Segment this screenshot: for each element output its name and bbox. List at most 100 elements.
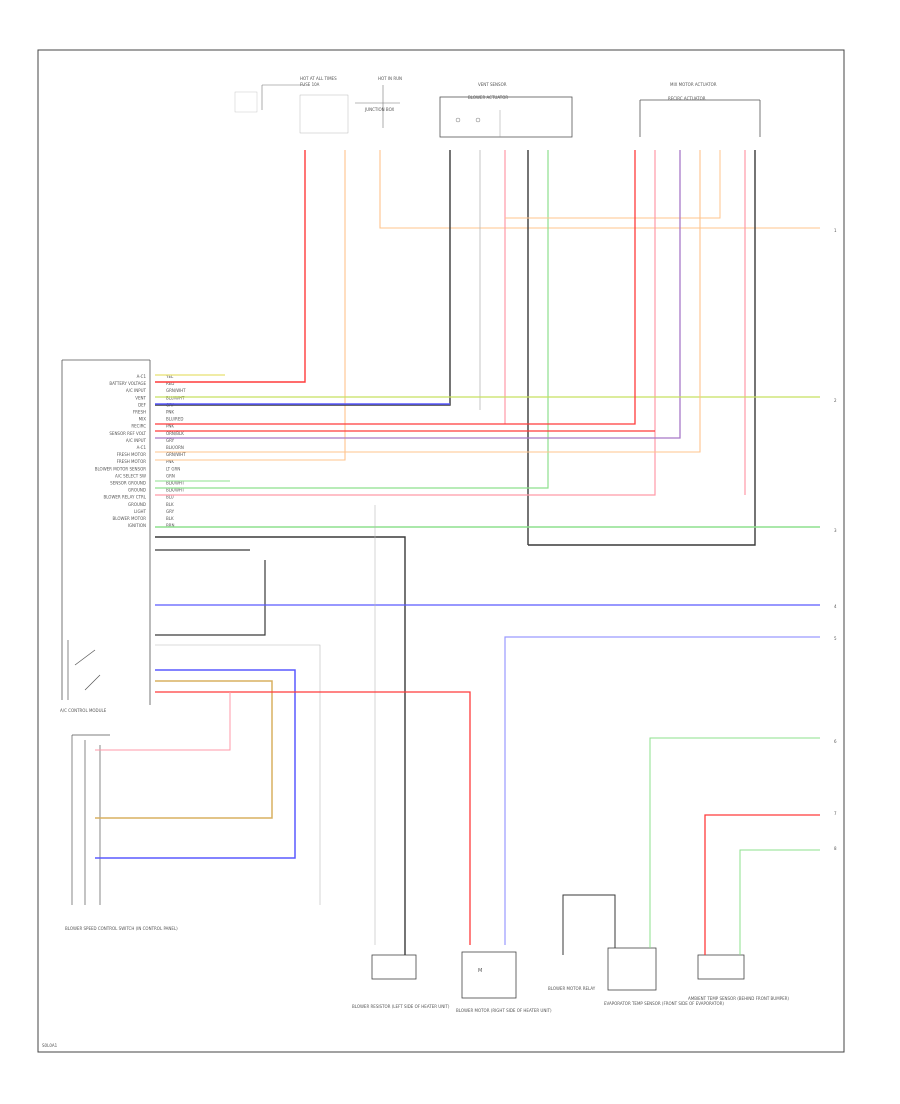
pin-label: LIGHT [134,509,147,514]
label-vent-sensor: VENT SENSOR [478,82,507,87]
pin-wire-code: BLU/RED [166,417,183,422]
wire [155,150,656,496]
pin-wire-code: RED [166,381,174,386]
label-blower-resistor: BLOWER RESISTOR (LEFT SIDE OF HEATER UNI… [352,1004,450,1009]
label-fuse: FUSE 10A [300,82,320,87]
pin-label: FRESH [133,410,146,415]
pin-label: A/C SELECT SW [115,473,146,478]
svg-text:M: M [478,968,482,974]
wire [504,636,820,945]
label-hot-at-all-times: HOT AT ALL TIMES [300,76,337,81]
label-junction-box: JUNCTION BOX [364,107,394,112]
label-blower-actuator: BLOWER ACTUATOR [468,95,508,100]
pin-wire-code: LT GRN [166,466,180,471]
pin-wire-code: YEL [165,374,174,379]
pin-wire-code: GRN/WHT [166,388,186,393]
wire [95,680,273,819]
page-code: S0L0A1 [42,1043,58,1048]
blower-relay: BLOWER MOTOR RELAY [548,986,596,991]
pin-label: SENSOR GROUND [110,481,146,486]
pin-label: BATTERY VOLTAGE [109,381,146,386]
wire [155,560,266,636]
pin-wire-code: GRY [166,509,175,514]
connector-number: 7 [834,811,837,816]
wire [739,849,820,955]
label-ambient-sensor: AMBIENT TEMP SENSOR (BEHIND FRONT BUMPER… [688,996,789,1001]
pin-wire-code: BLK/WHT [166,481,185,486]
power-source-right: HOT IN RUN JUNCTION BOX [299,76,402,134]
wire [155,150,549,489]
wire [95,692,231,751]
wire [704,814,820,955]
pin-wire-code: BLU/WHT [166,395,185,400]
pin-wire-code: BLU [166,495,174,500]
page-border [37,49,845,1053]
pin-wire-code: PNK [166,410,174,415]
pin-wire-code: PNK [166,459,174,464]
connector-number: 4 [834,604,837,609]
pin-label: IGNITION [128,523,146,528]
evaporator-sensor: EVAPORATOR TEMP SENSOR (FRONT SIDE OF EV… [604,947,724,1006]
pin-label: MIX [139,417,147,422]
wire [155,150,306,383]
pin-label: RECIRC [131,424,146,429]
wire [95,669,296,859]
label-recirc-actuator: RECIRC ACTUATOR [668,96,706,101]
connector-number: 5 [834,636,837,641]
ambient-sensor: AMBIENT TEMP SENSOR (BEHIND FRONT BUMPER… [688,954,789,1001]
wire [155,644,321,905]
pin-wire-code: GRN/WHT [166,452,186,457]
wire [155,150,701,453]
power-source-left: HOT AT ALL TIMES FUSE 10A [234,76,337,113]
pin-label: BLOWER MOTOR [113,516,147,521]
connector-number: 8 [834,846,837,851]
wire [528,150,756,546]
pin-label: BLOWER MOTOR SENSOR [95,466,147,471]
blower-switch: A/C CONTROL MODULE [60,640,107,713]
wire [505,150,721,219]
pin-label: BLOWER RELAY CTRL [103,495,146,500]
pin-wire-code: PNK [166,424,174,429]
wire [155,691,471,945]
pin-label: A-C1 [137,374,147,379]
wire [155,536,406,955]
connector-number: 6 [834,739,837,744]
pin-wire-code: GRN [166,473,175,478]
connector-number: 1 [834,228,837,233]
pin-wire-code: BLK/ORN [166,445,184,450]
label-evaporator-sensor: EVAPORATOR TEMP SENSOR (FRONT SIDE OF EV… [604,1001,724,1006]
pin-wire-code: BLK/WHT [166,488,185,493]
pin-label: FRESH MOTOR [117,452,147,457]
wire [155,150,636,425]
pin-wire-code: GRY [166,438,175,443]
pin-label: FRESH MOTOR [117,459,147,464]
wires [95,150,820,955]
mix-motor-box: MIX MOTOR ACTUATOR RECIRC ACTUATOR [639,82,761,137]
wire [379,150,820,229]
pin-label: A/C INPUT [126,438,147,443]
pin-label: DEF [138,402,147,407]
wire [562,894,616,955]
pin-label: GROUND [128,502,146,507]
blower-resistor: BLOWER RESISTOR (LEFT SIDE OF HEATER UNI… [352,954,450,1009]
wire [155,150,681,439]
wire [649,737,820,948]
pin-label: A/C INPUT [126,388,147,393]
label-control-module: A/C CONTROL MODULE [60,708,107,713]
connector-number: 2 [834,398,837,403]
speed-control-switch: BLOWER SPEED CONTROL SWITCH (IN CONTROL … [65,734,178,931]
vent-sensor-box: VENT SENSOR BLOWER ACTUATOR [439,82,573,138]
pin-wire-code: BRN [166,523,175,528]
label-mix-motor: MIX MOTOR ACTUATOR [670,82,717,87]
connector-number: 3 [834,528,837,533]
pin-wire-code: ORN/BLK [166,431,184,436]
label-blower-relay: BLOWER MOTOR RELAY [548,986,596,991]
pin-label: A-C1 [137,445,147,450]
pin-label: GROUND [128,488,146,493]
wire [155,150,346,461]
pin-label: SENSOR REF VOLT [109,431,146,436]
label-hot-in-run: HOT IN RUN [378,76,402,81]
pin-label: VENT [135,395,146,400]
